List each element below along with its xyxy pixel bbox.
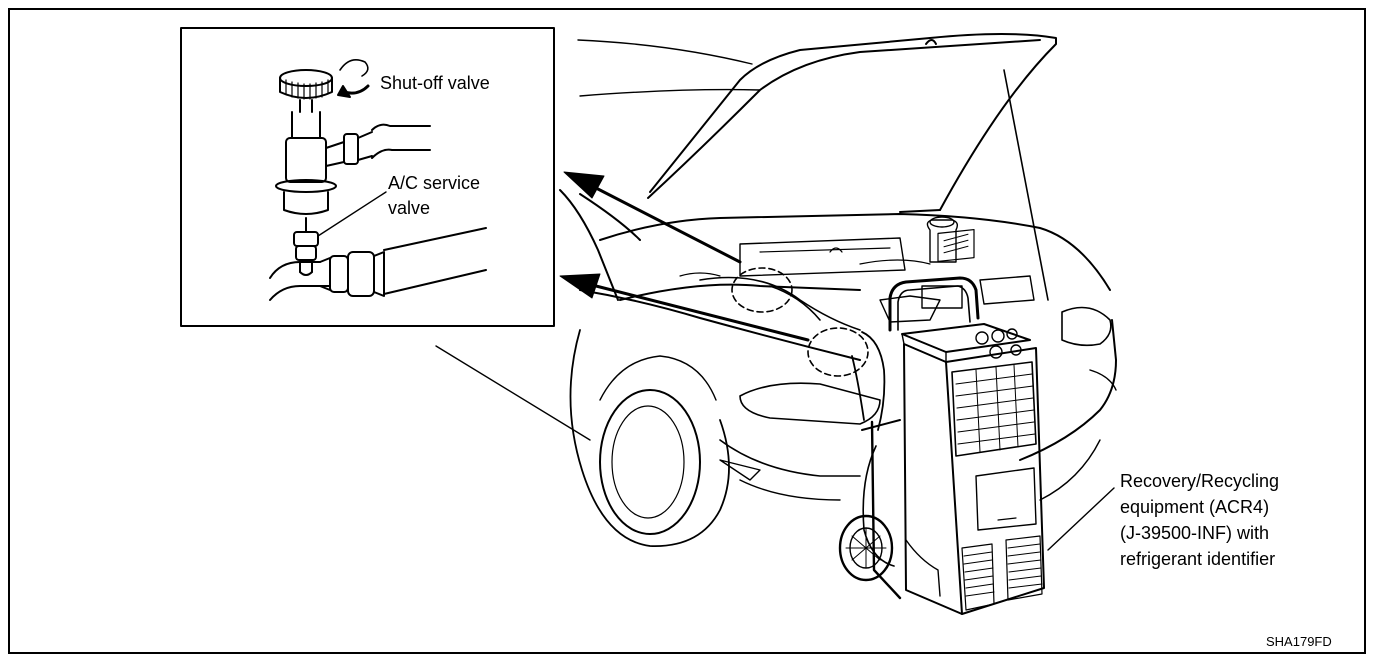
callout-arrows	[559, 171, 810, 342]
ac-pipe	[269, 227, 487, 301]
equipment-label-line3: (J-39500-INF) with	[1120, 523, 1270, 543]
service-valve-label-line1: A/C service	[388, 173, 481, 193]
equipment-label-line1: Recovery/Recycling	[1120, 471, 1280, 491]
equipment-label-line2: equipment (ACR4)	[1120, 497, 1270, 517]
shutoff-valve-label: Shut-off valve	[380, 73, 490, 93]
low-side-service-port-marker	[807, 327, 869, 377]
figure-frame	[8, 8, 1366, 654]
service-valve-label-line2: valve	[388, 198, 431, 218]
cart-wheel	[838, 514, 894, 582]
inset-leader-line	[435, 345, 591, 441]
inset-detail	[180, 27, 555, 327]
valve-body	[275, 111, 431, 215]
service-valve-fitting	[293, 217, 319, 276]
rotation-arrow-icon	[337, 59, 370, 98]
equipment-leader	[1047, 487, 1115, 551]
front-wheel	[599, 389, 701, 535]
recovery-recycling-machine	[838, 229, 1115, 615]
vehicle-illustration	[559, 33, 1117, 547]
high-side-service-port-marker	[731, 267, 793, 313]
service-hose	[861, 331, 886, 431]
headlamp	[739, 382, 881, 425]
figure-code: SHA179FD	[1266, 634, 1332, 649]
equipment-label-line4: refrigerant identifier	[1120, 549, 1276, 569]
service-valve-leader	[317, 191, 387, 237]
shutoff-valve-knob	[279, 69, 333, 113]
